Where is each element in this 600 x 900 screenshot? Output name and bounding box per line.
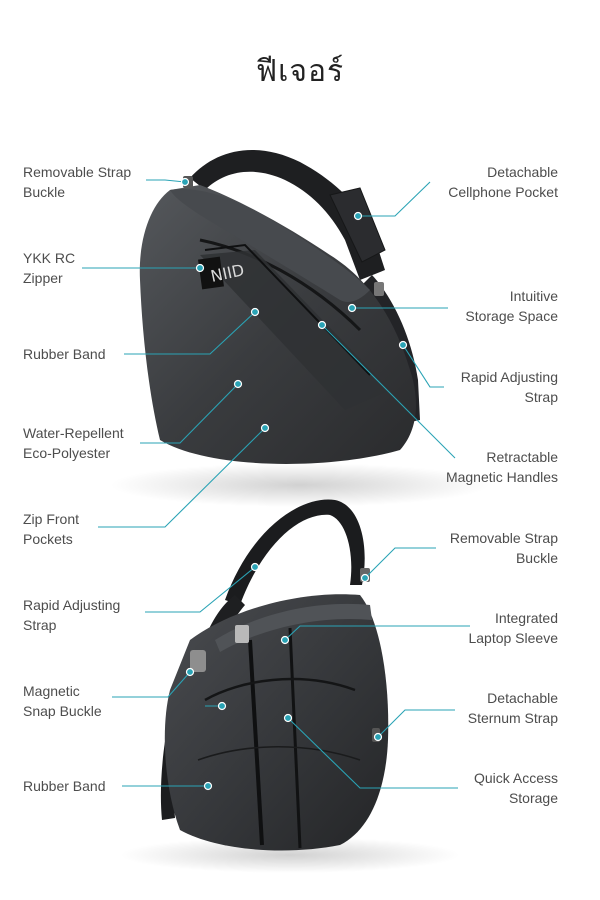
label-retractable-magnetic-handles: Retractable Magnetic Handles bbox=[445, 449, 558, 485]
label-integrated-laptop-sleeve: Integrated Laptop Sleeve bbox=[468, 610, 558, 646]
label-intuitive-storage-space: Intuitive Storage Space bbox=[465, 288, 558, 324]
label-quick-access-storage: Quick Access Storage bbox=[473, 770, 558, 806]
label-ykk-rc-zipper: YKK RC Zipper bbox=[23, 250, 76, 286]
label-rubber-band-2: Rubber Band bbox=[23, 778, 106, 794]
bottom-bag bbox=[120, 499, 460, 873]
bottom-leaders-right bbox=[280, 547, 470, 789]
label-rubber-band: Rubber Band bbox=[23, 346, 106, 362]
label-rapid-adjusting-strap-2: Rapid Adjusting Strap bbox=[23, 597, 121, 633]
label-water-repellent: Water-Repellent Eco-Polyester bbox=[23, 425, 124, 461]
label-detachable-sternum-strap: Detachable Sternum Strap bbox=[467, 690, 558, 726]
top-leaders-right bbox=[317, 181, 456, 459]
top-leaders-left bbox=[82, 177, 270, 528]
top-bag: NIID bbox=[110, 150, 490, 507]
label-detachable-cellphone-pocket: Detachable Cellphone Pocket bbox=[448, 164, 558, 200]
page-title: ฟีเจอร์ bbox=[255, 54, 345, 89]
label-magnetic-snap-buckle: Magnetic Snap Buckle bbox=[23, 683, 102, 719]
bottom-leaders-left bbox=[112, 562, 260, 791]
label-removable-strap-buckle: Removable Strap Buckle bbox=[23, 164, 132, 200]
label-rapid-adjusting-strap: Rapid Adjusting Strap bbox=[460, 369, 558, 405]
label-removable-strap-buckle-2: Removable Strap Buckle bbox=[449, 530, 558, 566]
label-zip-front-pockets: Zip Front Pockets bbox=[23, 511, 80, 547]
